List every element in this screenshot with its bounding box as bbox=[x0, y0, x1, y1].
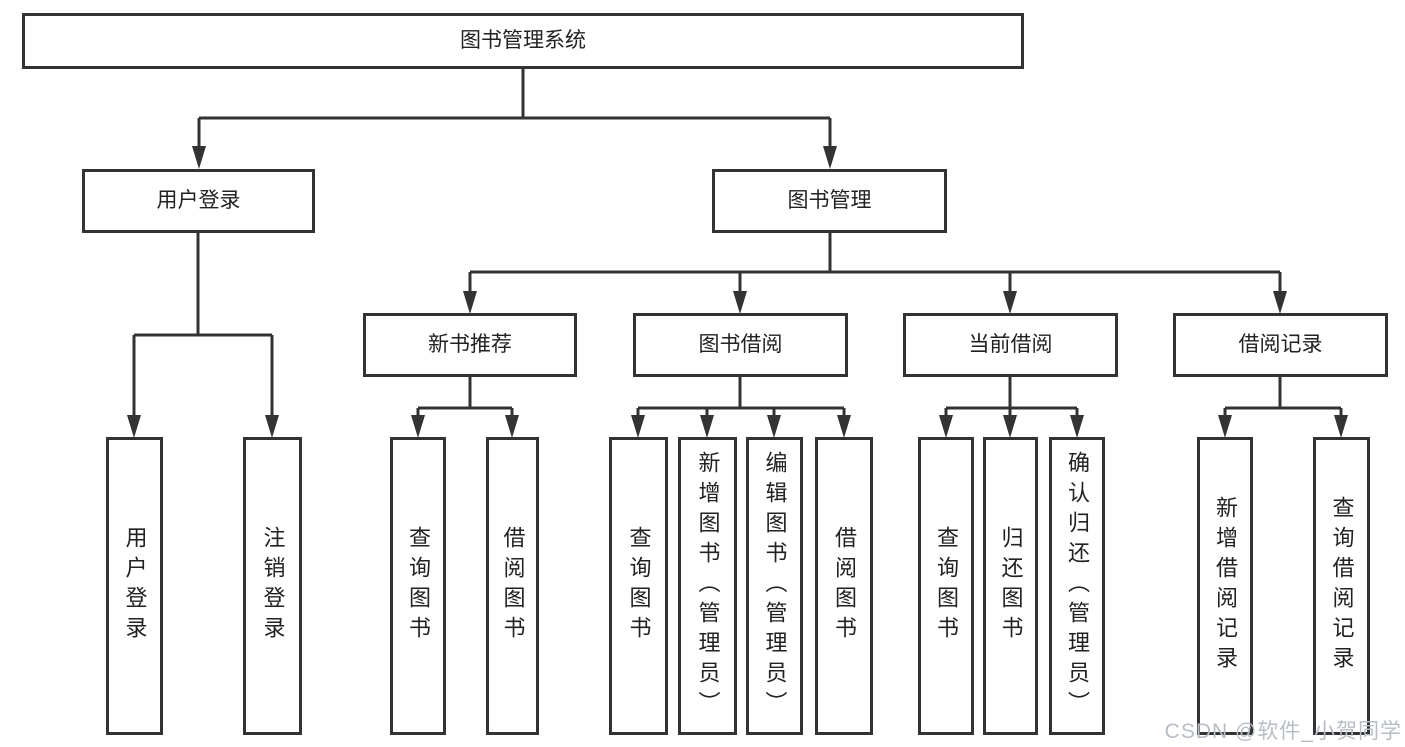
connector-root-to-level2 bbox=[192, 69, 837, 169]
arrowhead bbox=[1003, 291, 1017, 314]
arrowhead bbox=[463, 291, 477, 314]
leaf-query-books-recommend: 查询图书 bbox=[390, 437, 446, 735]
arrowhead bbox=[265, 415, 279, 438]
arrowhead bbox=[411, 415, 425, 438]
leaf-confirm-return-admin: 确认归还（管理员） bbox=[1049, 437, 1105, 735]
arrowhead bbox=[1218, 415, 1232, 438]
connector-current-borrow-to-leaves bbox=[939, 377, 1084, 438]
leaf-return-books: 归还图书 bbox=[983, 437, 1038, 735]
leaf-query-books-borrow: 查询图书 bbox=[609, 437, 668, 735]
connector-user-login-to-leaves bbox=[127, 233, 279, 438]
arrowhead bbox=[631, 415, 645, 438]
arrowhead bbox=[505, 415, 519, 438]
leaf-query-books-current: 查询图书 bbox=[918, 437, 974, 735]
node-root: 图书管理系统 bbox=[22, 13, 1024, 69]
arrowhead bbox=[767, 415, 781, 438]
node-book-borrow: 图书借阅 bbox=[633, 313, 848, 377]
arrowhead bbox=[1070, 415, 1084, 438]
leaf-borrow-books-recommend: 借阅图书 bbox=[486, 437, 539, 735]
node-current-borrow: 当前借阅 bbox=[903, 313, 1118, 377]
leaf-borrow-books: 借阅图书 bbox=[815, 437, 873, 735]
connector-new-book-recommend-to-leaves bbox=[411, 377, 519, 438]
arrowhead bbox=[1003, 415, 1017, 438]
node-new-book-recommend: 新书推荐 bbox=[363, 313, 577, 377]
arrowhead bbox=[733, 291, 747, 314]
node-user-login: 用户登录 bbox=[82, 169, 315, 233]
watermark: CSDN @软件_小贺同学 bbox=[1164, 720, 1402, 743]
arrowhead bbox=[127, 415, 141, 438]
leaf-add-books-admin: 新增图书（管理员） bbox=[678, 437, 737, 735]
arrowhead bbox=[823, 146, 837, 169]
arrowhead bbox=[939, 415, 953, 438]
leaf-edit-books-admin: 编辑图书（管理员） bbox=[746, 437, 803, 735]
arrowhead bbox=[837, 415, 851, 438]
arrowhead bbox=[1273, 291, 1287, 314]
leaf-user-login: 用户登录 bbox=[106, 437, 163, 735]
leaf-add-borrow-record: 新增借阅记录 bbox=[1197, 437, 1253, 735]
node-borrow-records: 借阅记录 bbox=[1173, 313, 1388, 377]
arrowhead bbox=[192, 146, 206, 169]
connector-book-management-to-level3 bbox=[463, 233, 1287, 314]
node-book-management: 图书管理 bbox=[712, 169, 947, 233]
connector-borrow-records-to-leaves bbox=[1218, 377, 1348, 438]
connector-book-borrow-to-leaves bbox=[631, 377, 851, 438]
arrowhead bbox=[700, 415, 714, 438]
arrowhead bbox=[1334, 415, 1348, 438]
leaf-logout: 注销登录 bbox=[243, 437, 302, 735]
leaf-query-borrow-record: 查询借阅记录 bbox=[1313, 437, 1370, 735]
